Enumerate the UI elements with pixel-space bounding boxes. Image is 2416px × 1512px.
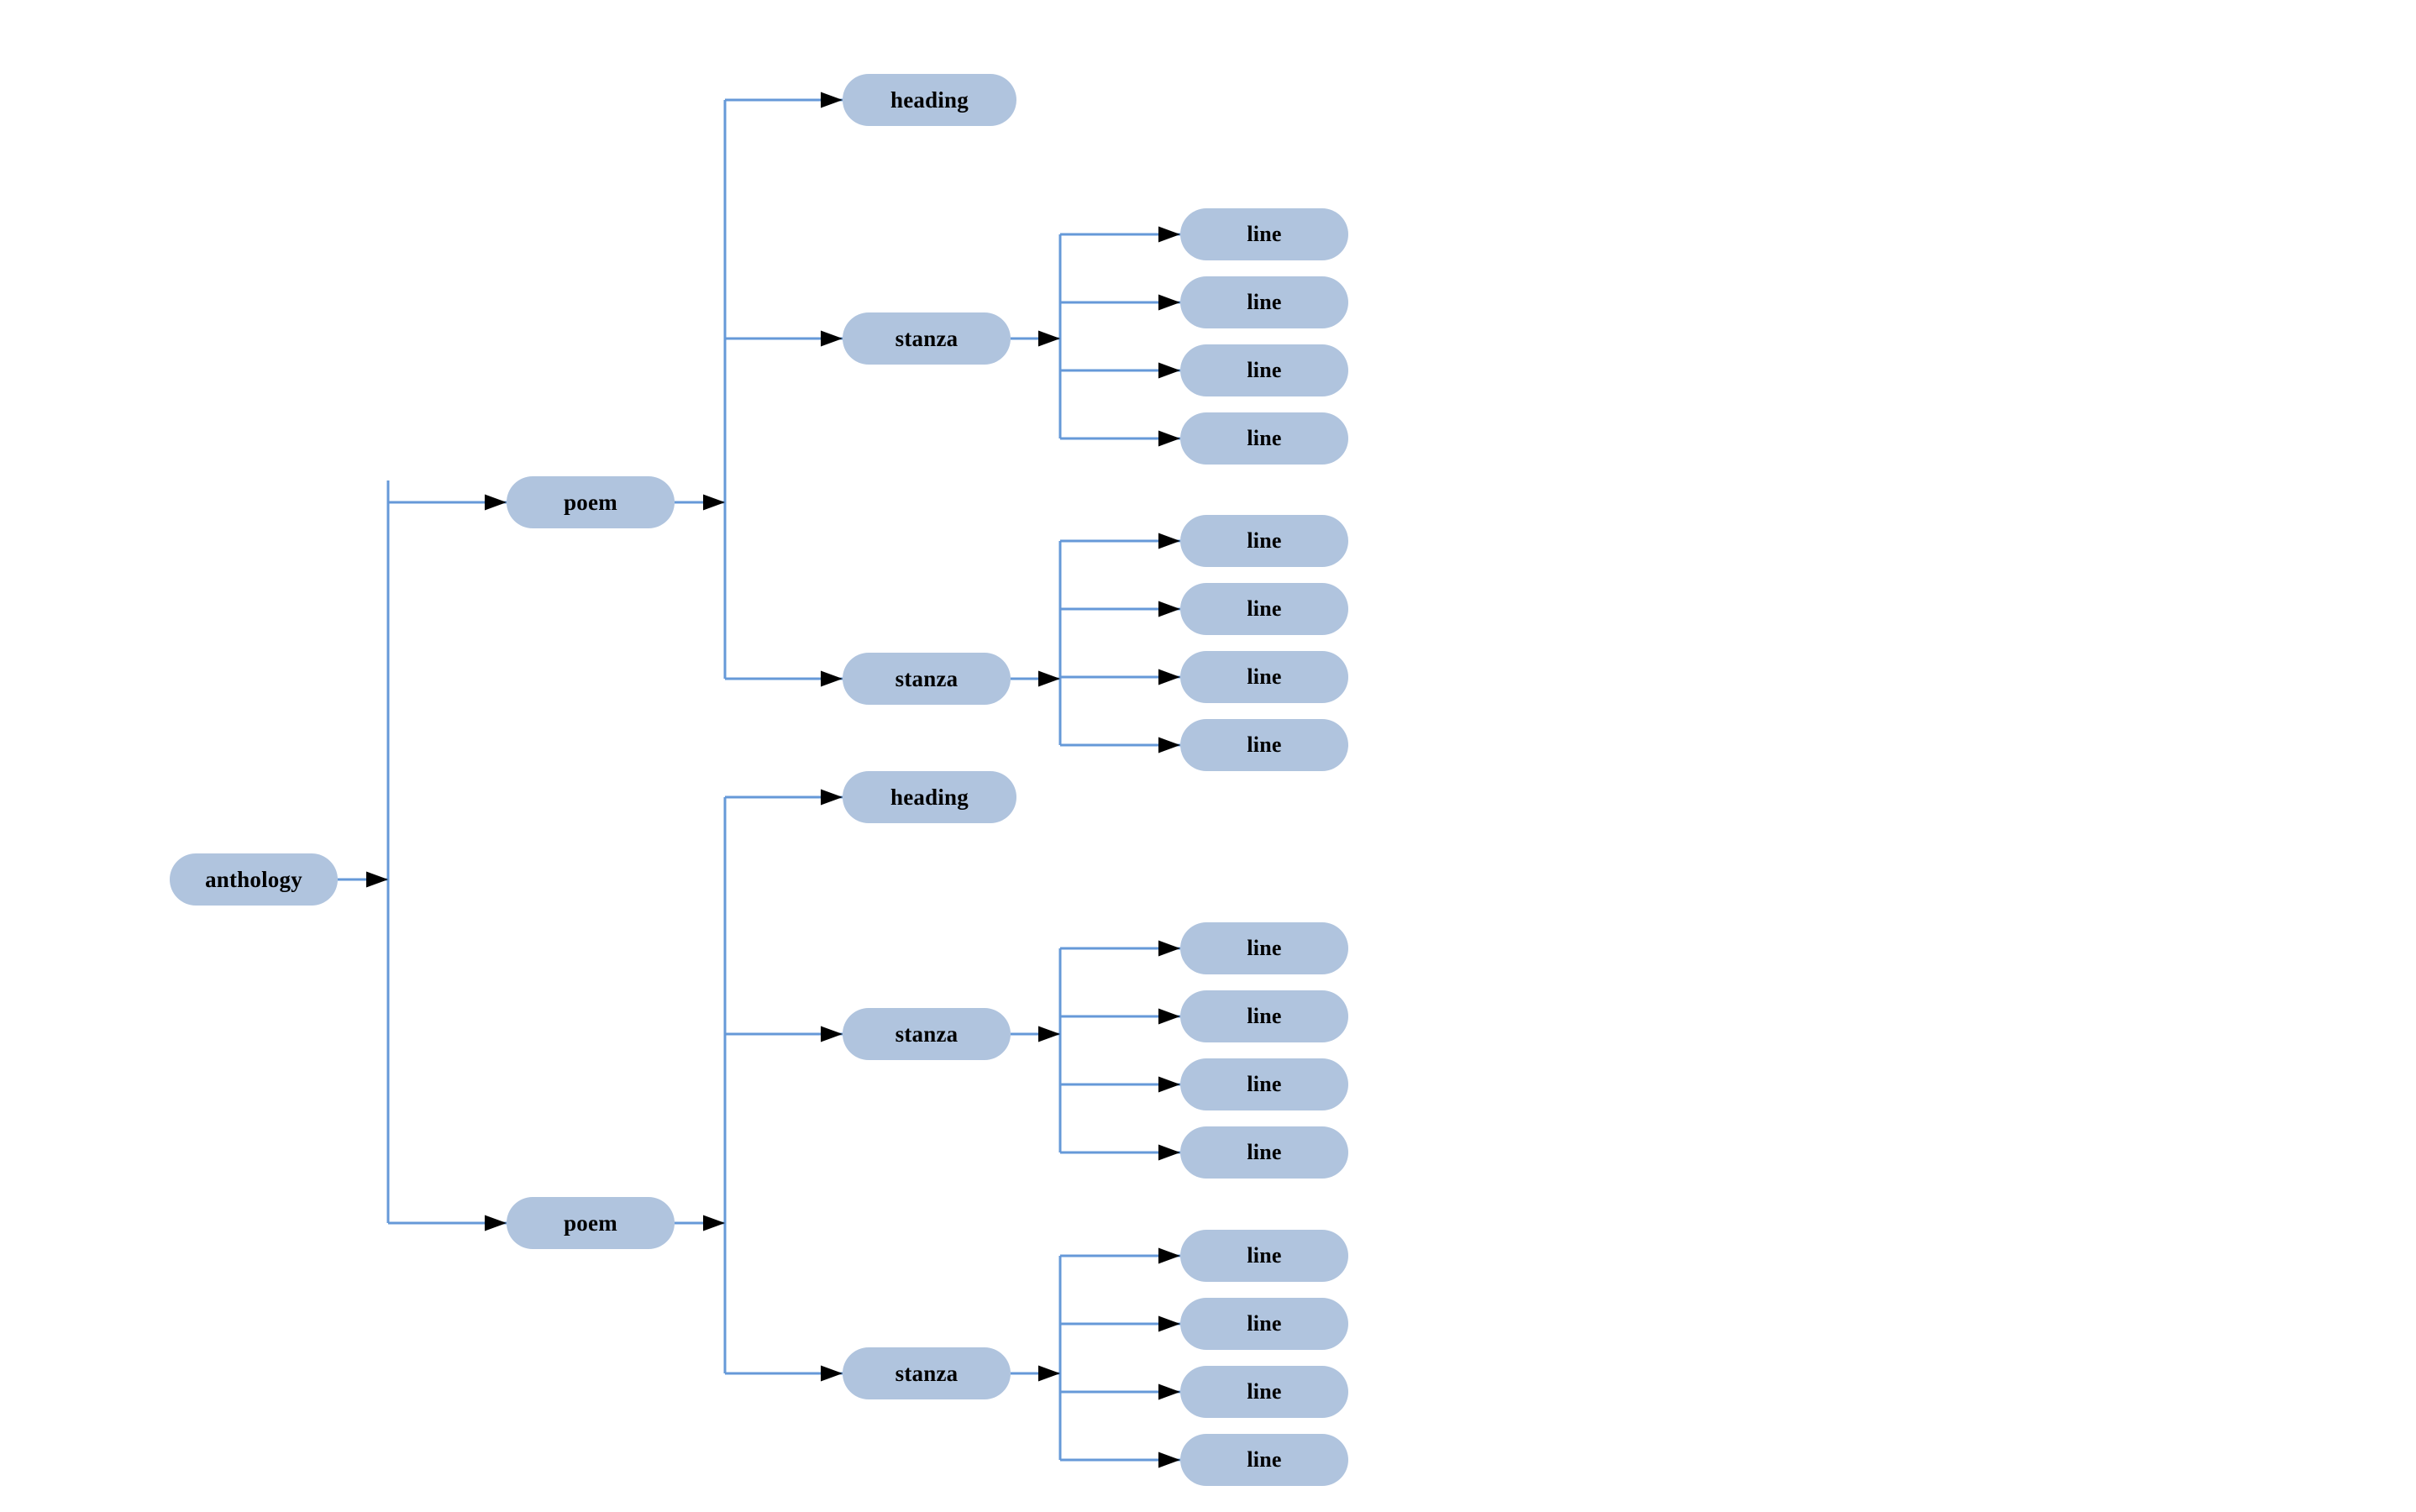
- node-line-1-1-4[interactable]: line: [1180, 412, 1348, 465]
- node-line-2-2-2[interactable]: line: [1180, 1298, 1348, 1350]
- node-line-1-2-1[interactable]: line: [1180, 515, 1348, 567]
- node-label: line: [1247, 1140, 1282, 1164]
- node-label: line: [1247, 596, 1282, 621]
- node-stanza-2-2[interactable]: stanza: [843, 1347, 1011, 1399]
- node-line-1-2-4[interactable]: line: [1180, 719, 1348, 771]
- node-line-2-2-3[interactable]: line: [1180, 1366, 1348, 1418]
- node-stanza-1-1[interactable]: stanza: [843, 312, 1011, 365]
- node-label: line: [1247, 664, 1282, 689]
- node-poem-1[interactable]: poem: [507, 476, 675, 528]
- node-label: line: [1247, 1072, 1282, 1096]
- node-label: line: [1247, 426, 1282, 450]
- node-line-2-1-1[interactable]: line: [1180, 922, 1348, 974]
- node-line-1-1-1[interactable]: line: [1180, 208, 1348, 260]
- node-line-2-1-2[interactable]: line: [1180, 990, 1348, 1042]
- node-line-1-1-2[interactable]: line: [1180, 276, 1348, 328]
- node-line-1-2-2[interactable]: line: [1180, 583, 1348, 635]
- node-label: stanza: [895, 1021, 959, 1047]
- node-label: line: [1247, 1243, 1282, 1268]
- node-label: heading: [890, 87, 969, 113]
- node-line-1-1-3[interactable]: line: [1180, 344, 1348, 396]
- node-stanza-1-2[interactable]: stanza: [843, 653, 1011, 705]
- node-label: line: [1247, 1311, 1282, 1336]
- node-label: line: [1247, 1004, 1282, 1028]
- node-label: line: [1247, 528, 1282, 553]
- connector-layer: [338, 98, 1180, 1462]
- arrowhead-layer: [366, 92, 1180, 1468]
- node-label: line: [1247, 936, 1282, 960]
- node-label: line: [1247, 1379, 1282, 1404]
- node-anthology[interactable]: anthology: [170, 853, 338, 906]
- node-stanza-2-1[interactable]: stanza: [843, 1008, 1011, 1060]
- node-label: poem: [564, 489, 617, 515]
- node-line-2-1-3[interactable]: line: [1180, 1058, 1348, 1110]
- node-label: line: [1247, 358, 1282, 382]
- node-line-1-2-3[interactable]: line: [1180, 651, 1348, 703]
- node-label: heading: [890, 784, 969, 810]
- node-label: line: [1247, 732, 1282, 757]
- node-label: stanza: [895, 325, 959, 351]
- node-label: stanza: [895, 665, 959, 691]
- node-label: anthology: [205, 866, 302, 892]
- node-poem-2[interactable]: poem: [507, 1197, 675, 1249]
- node-label: stanza: [895, 1360, 959, 1386]
- node-label: line: [1247, 1447, 1282, 1472]
- node-label: line: [1247, 222, 1282, 246]
- node-line-2-2-1[interactable]: line: [1180, 1230, 1348, 1282]
- node-heading-2[interactable]: heading: [843, 771, 1016, 823]
- node-label: line: [1247, 290, 1282, 314]
- node-heading-1[interactable]: heading: [843, 74, 1016, 126]
- node-line-2-1-4[interactable]: line: [1180, 1126, 1348, 1179]
- node-label: poem: [564, 1210, 617, 1236]
- node-line-2-2-4[interactable]: line: [1180, 1434, 1348, 1486]
